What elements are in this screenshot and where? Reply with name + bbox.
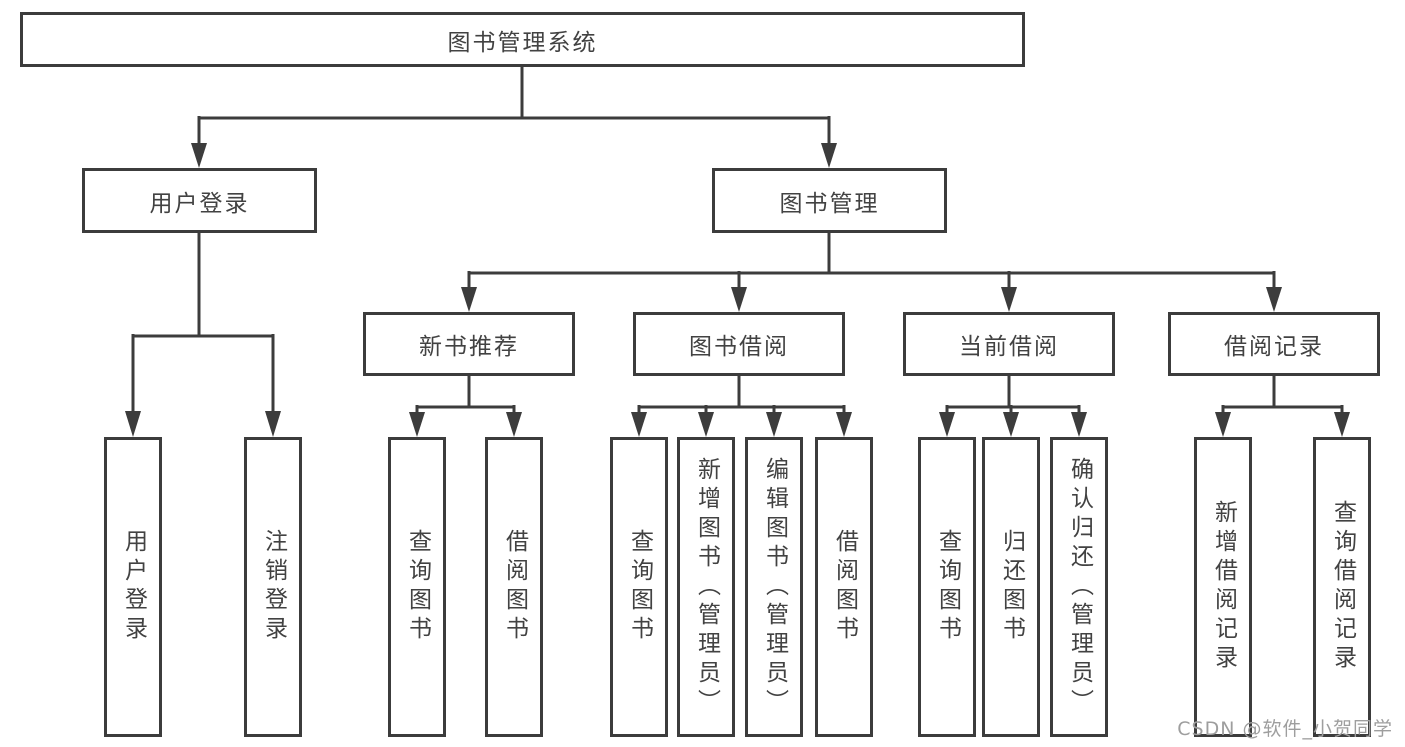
csdn-watermark: CSDN @软件_小贺同学 bbox=[1177, 718, 1393, 740]
leaf-edit-book-admin: 编辑图书（管理员） bbox=[745, 437, 803, 737]
node-book-management-label: 图书管理 bbox=[779, 190, 880, 217]
leaf-logout: 注销登录 bbox=[244, 437, 302, 737]
leaf-edit-book-admin-label: 编辑图书（管理员） bbox=[761, 456, 788, 718]
leaf-query-books-recommend: 查询图书 bbox=[388, 437, 446, 737]
node-book-management: 图书管理 bbox=[712, 168, 947, 233]
connector-root-to-level2 bbox=[191, 67, 837, 168]
node-book-borrowing-label: 图书借阅 bbox=[689, 334, 789, 360]
leaf-borrow-books-recommend-label: 借阅图书 bbox=[501, 529, 528, 645]
leaf-query-books-borrowing-label: 查询图书 bbox=[626, 529, 653, 645]
leaf-add-borrow-record-label: 新增借阅记录 bbox=[1210, 500, 1237, 674]
node-borrowing-records: 借阅记录 bbox=[1168, 312, 1380, 376]
leaf-logout-label: 注销登录 bbox=[260, 529, 287, 645]
connector-book-borrowing-children bbox=[631, 376, 852, 437]
node-new-book-recommendation-label: 新书推荐 bbox=[419, 334, 519, 360]
leaf-return-book-label: 归还图书 bbox=[998, 529, 1025, 645]
node-current-borrowing: 当前借阅 bbox=[903, 312, 1115, 376]
node-book-borrowing: 图书借阅 bbox=[633, 312, 845, 376]
leaf-borrow-books-label: 借阅图书 bbox=[831, 529, 858, 645]
leaf-query-borrow-record: 查询借阅记录 bbox=[1313, 437, 1371, 737]
node-root-label: 图书管理系统 bbox=[447, 29, 598, 56]
leaf-query-books-current-label: 查询图书 bbox=[934, 529, 961, 645]
node-new-book-recommendation: 新书推荐 bbox=[363, 312, 575, 376]
leaf-query-borrow-record-label: 查询借阅记录 bbox=[1329, 500, 1356, 674]
leaf-user-login: 用户登录 bbox=[104, 437, 162, 737]
connector-new-book-recommendation-children bbox=[409, 376, 522, 437]
node-current-borrowing-label: 当前借阅 bbox=[959, 334, 1059, 360]
node-borrowing-records-label: 借阅记录 bbox=[1224, 334, 1324, 360]
connector-borrowing-records-children bbox=[1215, 376, 1350, 437]
leaf-confirm-return-admin: 确认归还（管理员） bbox=[1050, 437, 1108, 737]
leaf-add-book-admin: 新增图书（管理员） bbox=[677, 437, 735, 737]
leaf-add-borrow-record: 新增借阅记录 bbox=[1194, 437, 1252, 737]
leaf-confirm-return-admin-label: 确认归还（管理员） bbox=[1066, 456, 1093, 718]
leaf-return-book: 归还图书 bbox=[982, 437, 1040, 737]
connector-book-management-children bbox=[461, 232, 1282, 312]
leaf-add-book-admin-label: 新增图书（管理员） bbox=[693, 456, 720, 718]
leaf-query-books-borrowing: 查询图书 bbox=[610, 437, 668, 737]
leaf-query-books-recommend-label: 查询图书 bbox=[404, 529, 431, 645]
leaf-user-login-label: 用户登录 bbox=[120, 529, 147, 645]
leaf-borrow-books-recommend: 借阅图书 bbox=[485, 437, 543, 737]
node-root-library-management-system: 图书管理系统 bbox=[20, 12, 1025, 67]
leaf-borrow-books: 借阅图书 bbox=[815, 437, 873, 737]
connector-current-borrowing-children bbox=[939, 376, 1087, 437]
node-user-login: 用户登录 bbox=[82, 168, 317, 233]
leaf-query-books-current: 查询图书 bbox=[918, 437, 976, 737]
node-user-login-label: 用户登录 bbox=[149, 190, 250, 217]
connector-user-login-children bbox=[125, 232, 281, 437]
